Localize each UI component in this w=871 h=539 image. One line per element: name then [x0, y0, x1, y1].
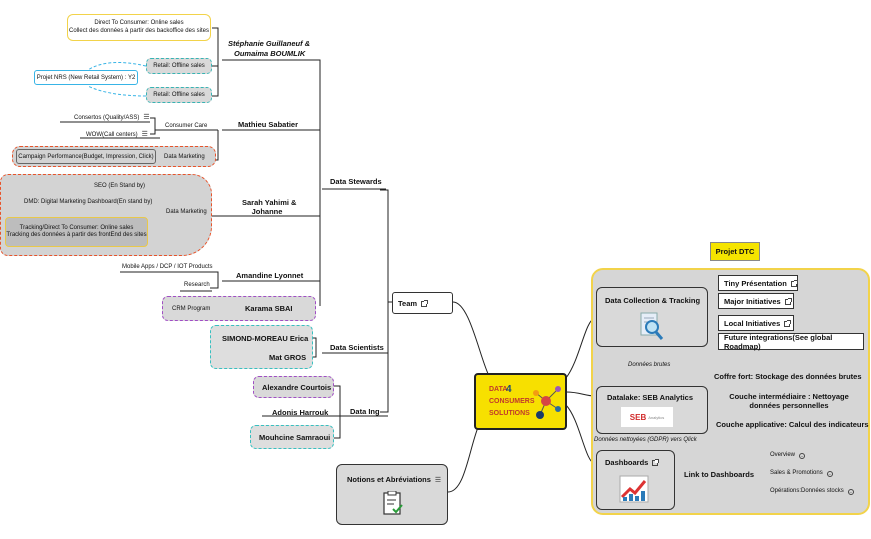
research-item[interactable]: Research	[184, 282, 210, 288]
collection-label: Data Collection & Tracking	[605, 296, 701, 305]
collapse-icon[interactable]: –	[826, 471, 833, 477]
person-alexandre[interactable]: Alexandre Courtois	[262, 383, 332, 392]
dashboards-node[interactable]: Dashboards	[596, 450, 675, 510]
notions-label: Notions et Abréviations☰	[347, 475, 442, 484]
collapse-icon[interactable]: –	[847, 489, 854, 495]
group-data-stewards[interactable]: Data Stewards	[330, 177, 382, 186]
notions-node[interactable]: Notions et Abréviations☰	[336, 464, 448, 525]
crm-program[interactable]: CRM Program	[172, 306, 211, 312]
couche-applicative[interactable]: Couche applicative: Calcul des indicateu…	[716, 420, 869, 429]
tiny-presentation[interactable]: Tiny Présentation	[718, 275, 798, 291]
dashboards-label: Dashboards	[605, 458, 660, 467]
seb-logo: SEB Analytics	[621, 407, 673, 427]
mouhcine-box[interactable]	[250, 425, 334, 449]
datalake-label: Datalake: SEB Analytics	[607, 393, 694, 402]
central-digit: 4	[506, 384, 512, 395]
trend-chart-icon	[619, 475, 649, 503]
consertos-item[interactable]: Consertos (Quality/ASS)☰	[74, 114, 150, 121]
external-link-icon[interactable]	[784, 320, 792, 327]
link-to-dashboards[interactable]: Link to Dashboards	[684, 470, 755, 479]
mobile-item[interactable]: Mobile Apps / DCP / IOT Products	[122, 264, 213, 270]
person-sarah[interactable]: Sarah Yahimi & Johanne	[242, 198, 297, 216]
central-logo-text: DATA CONSUMERS SOLUTIONS	[489, 386, 535, 417]
wow-item[interactable]: WOW(Call centers)☰	[86, 131, 148, 138]
checklist-icon	[383, 491, 403, 515]
nrs-project-box[interactable]: Projet NRS (New Retail System) : Y2	[34, 70, 138, 85]
data-marketing-1[interactable]: Data Marketing	[164, 154, 205, 160]
consumer-care-item[interactable]: Consumer Care	[165, 123, 208, 129]
external-link-icon[interactable]	[652, 459, 660, 466]
external-link-icon[interactable]	[790, 280, 798, 287]
person-amandine[interactable]: Amandine Lyonnet	[236, 271, 304, 280]
tracking-line2: Tracking des données à partir des frontE…	[6, 232, 147, 238]
retail-offline-sales-box-1[interactable]: Retail: Offline sales	[146, 58, 212, 74]
team-label: Team	[398, 298, 418, 308]
person-oumaima[interactable]: Oumaima BOUMLIK	[234, 49, 306, 58]
retail-offline-sales-box-2[interactable]: Retail: Offline sales	[146, 87, 212, 103]
dtc-online-sales-box[interactable]: Direct To Consumer: Online sales Collect…	[67, 14, 211, 41]
team-node[interactable]: Team	[392, 292, 453, 314]
dmd-item[interactable]: DMD: Digital Marketing Dashboard(En stan…	[24, 199, 153, 205]
overview-item[interactable]: Overview–	[770, 452, 806, 459]
central-node[interactable]: DATA CONSUMERS SOLUTIONS 4	[474, 373, 567, 430]
dtc-line2: Collect des données à partir des backoff…	[69, 27, 209, 34]
external-link-icon[interactable]	[421, 300, 429, 307]
molecule-icon	[533, 386, 561, 419]
magnifier-document-icon	[640, 312, 664, 340]
group-data-ing[interactable]: Data Ing	[350, 407, 380, 416]
donnees-nettoyees-label: Données nettoyées (GDPR) vers Qlick	[594, 437, 697, 443]
karama-box[interactable]	[162, 296, 316, 321]
coffre-fort[interactable]: Coffre fort: Stockage des données brutes	[714, 372, 862, 381]
group-data-scientists[interactable]: Data Scientists	[330, 343, 384, 352]
person-adonis[interactable]: Adonis Harrouk	[272, 408, 329, 417]
projet-dtc-title[interactable]: Projet DTC	[710, 242, 760, 261]
tracking-line1: Tracking/Direct To Consumer: Online sale…	[19, 224, 134, 231]
major-initiatives[interactable]: Major Initiatives	[718, 293, 794, 309]
person-mouhcine[interactable]: Mouhcine Samraoui	[259, 433, 331, 442]
collection-node[interactable]: Data Collection & Tracking	[596, 287, 708, 347]
scientists-box[interactable]	[210, 325, 313, 369]
dtc-line1: Direct To Consumer: Online sales	[94, 20, 184, 26]
data-marketing-2[interactable]: Data Marketing	[166, 209, 207, 215]
person-stephanie[interactable]: Stéphanie Guillaneuf &	[228, 39, 311, 48]
person-mathieu[interactable]: Mathieu Sabatier	[238, 120, 299, 129]
menu-icon: ☰	[143, 114, 150, 121]
donnees-brutes-label: Données brutes	[628, 362, 671, 368]
menu-icon: ☰	[141, 131, 148, 138]
person-erica[interactable]: SIMOND-MOREAU Erica	[222, 334, 309, 343]
alexandre-box[interactable]	[253, 376, 334, 398]
person-karama[interactable]: Karama SBAI	[245, 304, 293, 313]
collapse-icon[interactable]: –	[799, 453, 806, 459]
datalake-node[interactable]: Datalake: SEB Analytics SEB Analytics	[596, 386, 708, 434]
external-link-icon[interactable]	[784, 298, 792, 305]
operations-item[interactable]: Opérations:Données stocks–	[770, 488, 854, 495]
sales-promotions-item[interactable]: Sales & Promotions–	[770, 470, 833, 477]
couche-intermediaire[interactable]: Couche intermédiaire : Nettoyage données…	[729, 392, 849, 410]
campaign-box[interactable]: Campaign Performance(Budget, Impression,…	[16, 149, 156, 164]
tracking-box[interactable]: Tracking/Direct To Consumer: Online sale…	[5, 217, 148, 247]
seo-item[interactable]: SEO (En Stand by)	[94, 183, 146, 189]
local-initiatives[interactable]: Local Initiatives	[718, 315, 794, 331]
future-integrations[interactable]: Future integrations(See global Roadmap)	[718, 333, 864, 351]
menu-icon: ☰	[434, 477, 442, 484]
person-mat[interactable]: Mat GROS	[269, 353, 307, 362]
